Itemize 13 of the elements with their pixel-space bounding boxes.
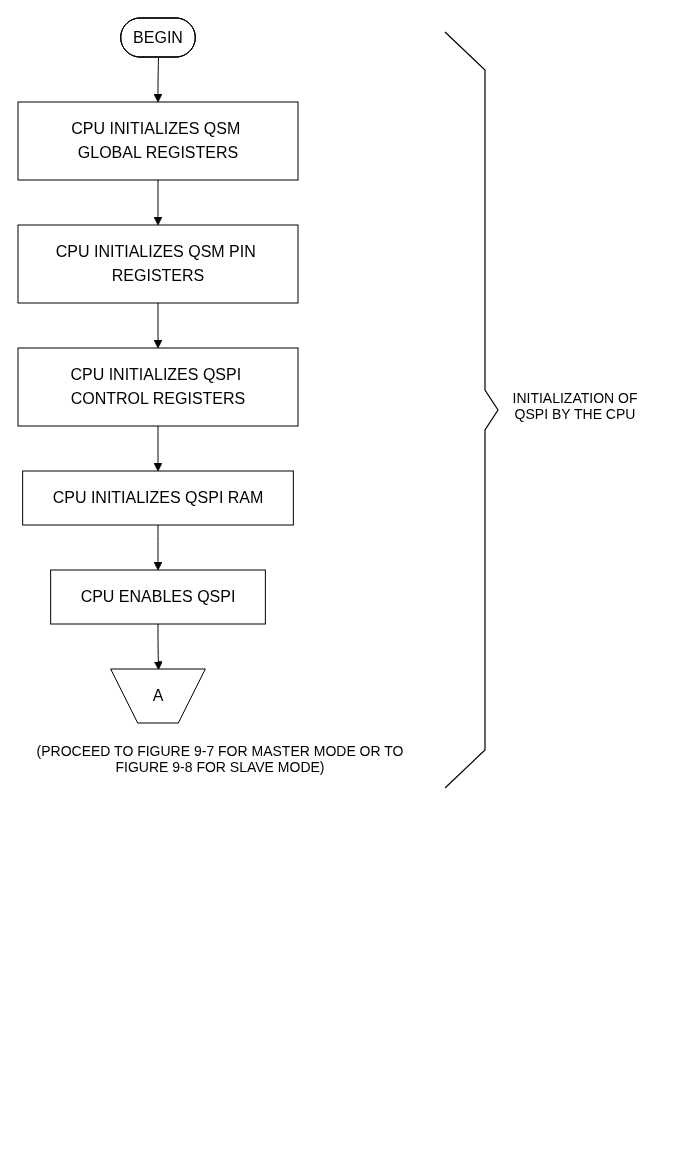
node-box: CPU ENABLES QSPI (50, 569, 266, 625)
arrow (153, 524, 163, 571)
node-box: CPU INITIALIZES QSM GLOBAL REGISTERS (17, 101, 299, 181)
arrow (153, 623, 163, 670)
arrow (153, 179, 163, 226)
arrow (153, 57, 163, 103)
node-box: CPU INITIALIZES QSPI RAM (22, 470, 294, 526)
note-text: (PROCEED TO FIGURE 9-7 FOR MASTER MODE OR TO FIGURE 9-8 FOR SLAVE MODE) (35, 743, 405, 775)
node-box: CPU INITIALIZES QSM PIN REGISTERS (17, 224, 299, 304)
arrow (153, 425, 163, 472)
node-box: CPU INITIALIZES QSPI CONTROL REGISTERS (17, 347, 299, 427)
arrow (153, 302, 163, 349)
bracket-label: INITIALIZATION OF QSPI BY THE CPU (511, 390, 639, 422)
